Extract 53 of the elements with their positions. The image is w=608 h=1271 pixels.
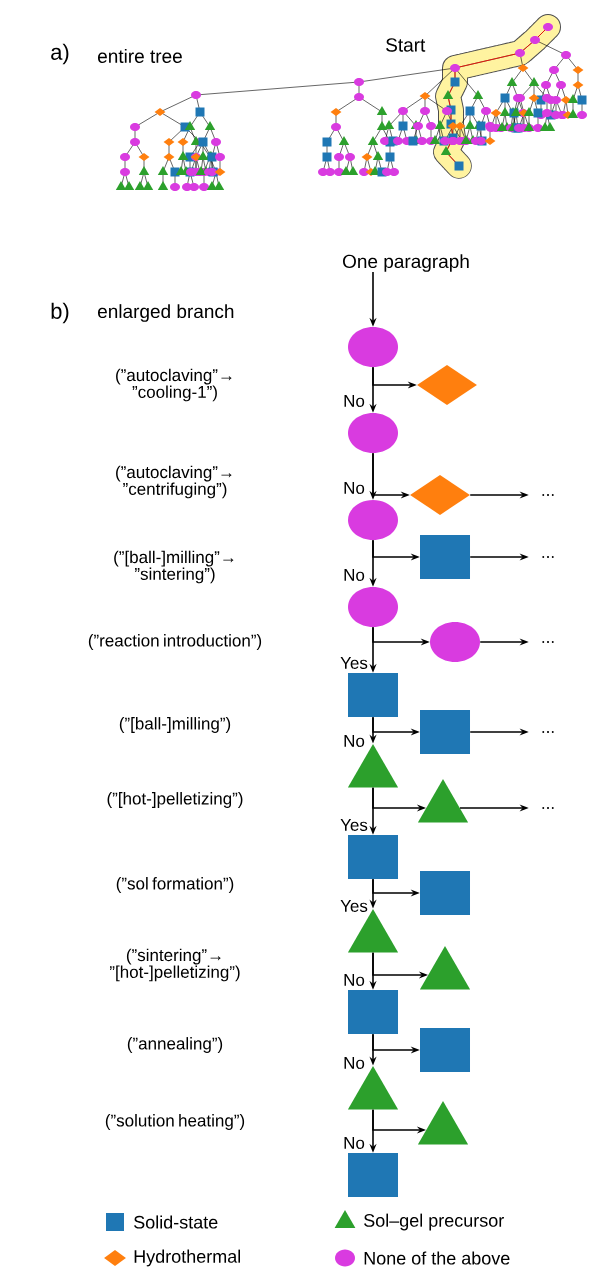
condition-label: (”sol formation”) xyxy=(116,877,234,893)
condition-label: (”annealing”) xyxy=(127,1037,223,1053)
edge-label: Yes xyxy=(339,818,369,832)
edge-label: Yes xyxy=(339,656,369,670)
square-node xyxy=(420,1028,470,1072)
edge-label: No xyxy=(342,973,366,987)
ellipsis-text: ... xyxy=(542,641,554,643)
ellipsis-text: ... xyxy=(542,807,554,809)
triangle-node xyxy=(417,779,469,823)
condition-label: (”[ball-]milling”→ ”sintering”) xyxy=(114,550,234,584)
ellipsis-text: ... xyxy=(542,494,554,496)
circle-node xyxy=(348,413,398,453)
ellipsis-text: ... xyxy=(542,556,554,558)
diamond-node xyxy=(417,365,477,405)
diamond-node xyxy=(410,475,470,515)
condition-label: (”autoclaving”→ ”centrifuging”) xyxy=(116,465,232,499)
edge-label: No xyxy=(342,1136,366,1150)
square-node xyxy=(348,990,398,1034)
square-node xyxy=(420,710,470,754)
panel-letter: b) xyxy=(51,302,69,324)
condition-label: (”reaction introduction”) xyxy=(88,634,262,650)
circle-node xyxy=(430,622,480,662)
triangle-node xyxy=(419,946,471,990)
start-label: Start xyxy=(386,38,426,52)
circle-node xyxy=(348,587,398,627)
condition-label: (”solution heating”) xyxy=(105,1114,245,1130)
condition-label: (”sintering”→ ”[hot-]pelletizing”) xyxy=(109,948,240,982)
panel-title: enlarged branch xyxy=(98,304,234,322)
square-node xyxy=(420,535,470,579)
edge-label: No xyxy=(342,568,366,582)
square-node xyxy=(348,673,398,717)
square-node xyxy=(348,835,398,879)
legend-label: Sol–gel precursor xyxy=(364,1213,504,1231)
start-text: One paragraph xyxy=(343,254,469,272)
square-node xyxy=(420,871,470,915)
condition-label: (”autoclaving”→ ”cooling-1”) xyxy=(116,368,232,402)
circle-node xyxy=(348,500,398,540)
condition-label: (”[ball-]milling”) xyxy=(119,717,231,733)
panel-letter: a) xyxy=(51,43,69,65)
legend-label: Solid-state xyxy=(134,1215,218,1229)
legend-label: None of the above xyxy=(364,1251,510,1265)
circle-node xyxy=(348,327,398,367)
edge-label: No xyxy=(342,734,366,748)
edge-label: No xyxy=(342,394,366,408)
square-node xyxy=(348,1153,398,1197)
condition-label: (”[hot-]pelletizing”) xyxy=(107,792,243,808)
edge-label: No xyxy=(342,481,366,495)
edge-label: Yes xyxy=(339,899,369,913)
panel-title: entire tree xyxy=(98,49,182,63)
triangle-node xyxy=(417,1101,469,1145)
legend-label: Hydrothermal xyxy=(134,1249,240,1267)
ellipsis-text: ... xyxy=(542,731,554,733)
edge-label: No xyxy=(342,1056,366,1070)
